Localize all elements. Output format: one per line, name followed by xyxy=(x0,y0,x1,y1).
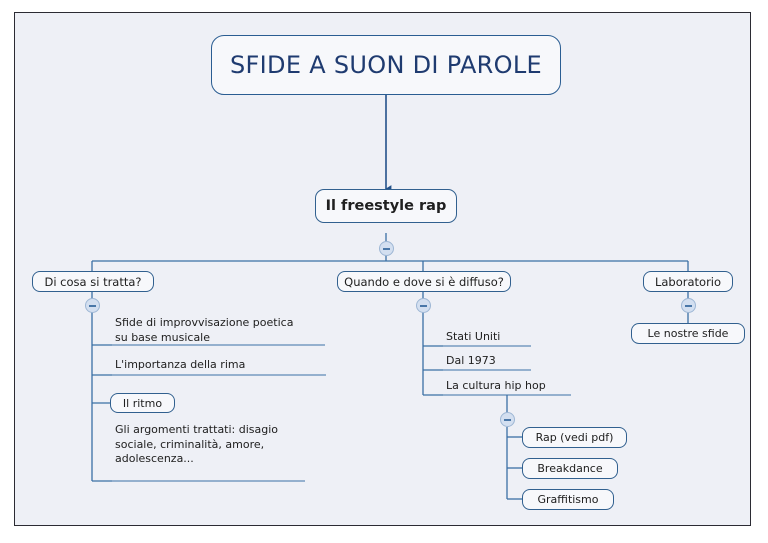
leaf-label: Breakdance xyxy=(537,462,603,475)
branch-label: Laboratorio xyxy=(654,274,722,289)
leaf-label: Graffitismo xyxy=(537,493,599,506)
leaf-label: Rap (vedi pdf) xyxy=(535,431,614,444)
root-node[interactable]: Il freestyle rap xyxy=(315,189,457,223)
leaf-node-rap[interactable]: Rap (vedi pdf) xyxy=(522,427,627,448)
leaf-text[interactable]: Sfide di improvvisazione poetica su base… xyxy=(115,316,294,344)
leaf-text[interactable]: Dal 1973 xyxy=(446,354,496,367)
leaf-node-graffitismo[interactable]: Graffitismo xyxy=(522,489,614,510)
mindmap-canvas: SFIDE A SUON DI PAROLE Il freestyle rap … xyxy=(14,12,751,526)
leaf-text[interactable]: L'importanza della rima xyxy=(115,358,246,371)
leaf-text[interactable]: Gli argomenti trattati: disagio sociale,… xyxy=(115,423,279,465)
leaf-text[interactable]: La cultura hip hop xyxy=(446,379,546,392)
branch-label: Quando e dove si è diffuso? xyxy=(344,274,504,289)
title-node[interactable]: SFIDE A SUON DI PAROLE xyxy=(211,35,561,95)
leaf-text[interactable]: Stati Uniti xyxy=(446,330,501,343)
hip-hop-collapse-handle[interactable] xyxy=(500,412,515,427)
mindmap-stage: SFIDE A SUON DI PAROLE Il freestyle rap … xyxy=(15,13,750,525)
leaf-label: Il ritmo xyxy=(122,396,163,410)
root-collapse-handle[interactable] xyxy=(379,241,394,256)
branch-node-quando-e-dove[interactable]: Quando e dove si è diffuso? xyxy=(337,271,511,292)
root-label: Il freestyle rap xyxy=(325,198,447,214)
leaf-node-breakdance[interactable]: Breakdance xyxy=(522,458,618,479)
leaf-node-le-nostre-sfide[interactable]: Le nostre sfide xyxy=(631,323,745,344)
branch-node-di-cosa-si-tratta[interactable]: Di cosa si tratta? xyxy=(32,271,154,292)
branch-collapse-handle-laboratorio[interactable] xyxy=(681,298,696,313)
branch-collapse-handle-di-cosa-si-tratta[interactable] xyxy=(85,298,100,313)
branch-collapse-handle-quando-e-dove[interactable] xyxy=(416,298,431,313)
leaf-node-il-ritmo[interactable]: Il ritmo xyxy=(110,393,175,413)
branch-node-laboratorio[interactable]: Laboratorio xyxy=(643,271,733,292)
leaf-label: Le nostre sfide xyxy=(647,327,729,340)
branch-label: Di cosa si tratta? xyxy=(44,274,142,289)
title-label: SFIDE A SUON DI PAROLE xyxy=(230,51,542,79)
